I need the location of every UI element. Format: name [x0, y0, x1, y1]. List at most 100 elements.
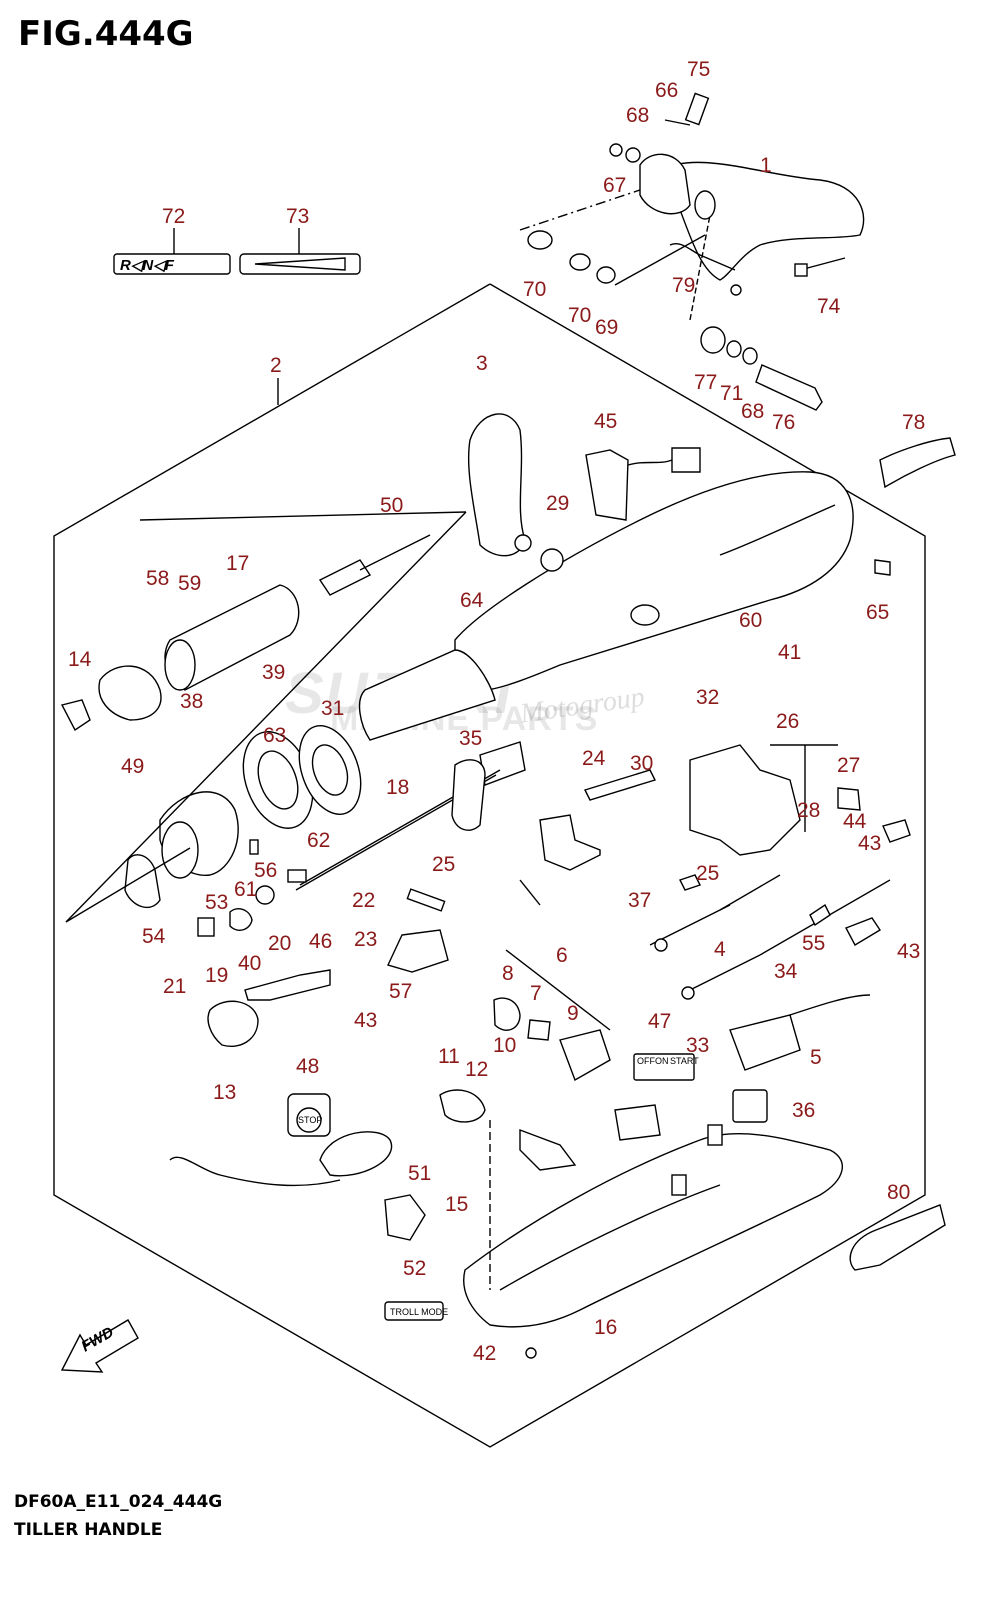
callout: 16 — [594, 1316, 617, 1339]
callout: 71 — [720, 382, 743, 405]
callout: 35 — [459, 727, 482, 750]
callout: 25 — [432, 853, 455, 876]
tiller-body — [287, 471, 854, 891]
callout: 21 — [163, 975, 186, 998]
callout: 74 — [817, 295, 841, 318]
callout: 45 — [594, 410, 617, 433]
callout: 75 — [687, 58, 710, 81]
troll-decal-text: TROLL MODE — [390, 1307, 448, 1317]
callout: 9 — [567, 1002, 579, 1025]
callout: 36 — [792, 1099, 815, 1122]
callout: 33 — [686, 1034, 709, 1057]
callout: 57 — [389, 980, 412, 1003]
callout: 11 — [438, 1045, 460, 1068]
callout: 53 — [205, 891, 228, 914]
callout: 31 — [321, 697, 344, 720]
callout: 8 — [502, 962, 514, 985]
callout: 6 — [556, 944, 568, 967]
callout: 28 — [797, 799, 820, 822]
callout: 30 — [630, 752, 653, 775]
callout: 41 — [778, 641, 801, 664]
shift-decal-text: R◁N◁F — [120, 257, 175, 274]
callout: 29 — [546, 492, 569, 515]
ring-parts — [197, 725, 449, 1047]
callout: 73 — [286, 205, 309, 228]
fwd-arrow-group: FWD — [60, 1319, 139, 1373]
callout: 77 — [694, 371, 717, 394]
callout: 19 — [205, 964, 228, 987]
callout: 52 — [403, 1257, 426, 1280]
callout: 40 — [238, 952, 261, 975]
callout: 76 — [772, 411, 795, 434]
callout: 60 — [739, 609, 762, 632]
callout: 23 — [354, 928, 377, 951]
callout: 15 — [445, 1193, 468, 1216]
shift-decal — [113, 253, 231, 275]
callout: 43 — [897, 940, 920, 963]
callout: 47 — [648, 1010, 671, 1033]
callout: 78 — [902, 411, 925, 434]
callout: 2 — [270, 354, 282, 377]
callout: 56 — [254, 859, 277, 882]
fwd-arrow-icon — [60, 1319, 139, 1373]
assembly-outline — [53, 283, 926, 1448]
callout: 39 — [262, 661, 285, 684]
callout: 43 — [354, 1009, 377, 1032]
callout: 18 — [386, 776, 409, 799]
callout: 48 — [296, 1055, 319, 1078]
callout: 27 — [837, 754, 860, 777]
callout: 59 — [178, 572, 201, 595]
decal-72-group: R◁N◁F — [113, 228, 361, 275]
callout: 43 — [858, 832, 881, 855]
switch-decal-on: ON — [655, 1056, 669, 1066]
callout: 80 — [887, 1181, 910, 1204]
callout: 26 — [776, 710, 799, 733]
callout: 4 — [714, 938, 726, 961]
callout: 67 — [603, 174, 626, 197]
switch-decal — [633, 1053, 695, 1081]
callout: 22 — [352, 889, 375, 912]
callout: 63 — [263, 724, 286, 747]
callout: 61 — [234, 878, 257, 901]
stop-decal-text: STOP — [298, 1115, 322, 1125]
upper-bracket-group — [519, 92, 865, 411]
callout: 50 — [380, 494, 403, 517]
callout: 70 — [523, 278, 546, 301]
callout: 44 — [843, 810, 867, 833]
callout: 72 — [162, 205, 185, 228]
callout: 38 — [180, 690, 203, 713]
callout: 46 — [309, 930, 332, 953]
callout: 51 — [408, 1162, 431, 1185]
callout: 7 — [530, 982, 542, 1005]
callout: 12 — [465, 1058, 488, 1081]
callout: 24 — [582, 747, 606, 770]
figure-code: DF60A_E11_024_444G — [14, 1492, 223, 1512]
callout: 65 — [866, 601, 889, 624]
callout: 5 — [810, 1046, 822, 1069]
callout: 54 — [142, 925, 166, 948]
stop-lanyard-group: STOP — [169, 1089, 577, 1187]
callout: 3 — [476, 352, 488, 375]
linkage-group — [519, 744, 911, 1000]
troll-decal — [384, 1301, 444, 1321]
callout: 70 — [568, 304, 591, 327]
callout: 68 — [626, 104, 649, 127]
callout: 64 — [460, 589, 484, 612]
callout: 69 — [595, 316, 618, 339]
callout: 58 — [146, 567, 169, 590]
callout: 17 — [226, 552, 249, 575]
callout: 79 — [672, 274, 695, 297]
callout: 34 — [774, 960, 798, 983]
callout: 42 — [473, 1342, 496, 1365]
switch-harness-group: OFF ON START — [493, 949, 871, 1141]
grip-parts — [60, 413, 701, 923]
callout: 68 — [741, 400, 764, 423]
callout: 1 — [760, 154, 772, 177]
callout: 55 — [802, 932, 825, 955]
lower-cover: TROLL MODE — [384, 437, 956, 1359]
callout: 10 — [493, 1034, 516, 1057]
switch-decal-off: OFF — [637, 1056, 655, 1066]
callout: 62 — [307, 829, 330, 852]
callout: 13 — [213, 1081, 236, 1104]
